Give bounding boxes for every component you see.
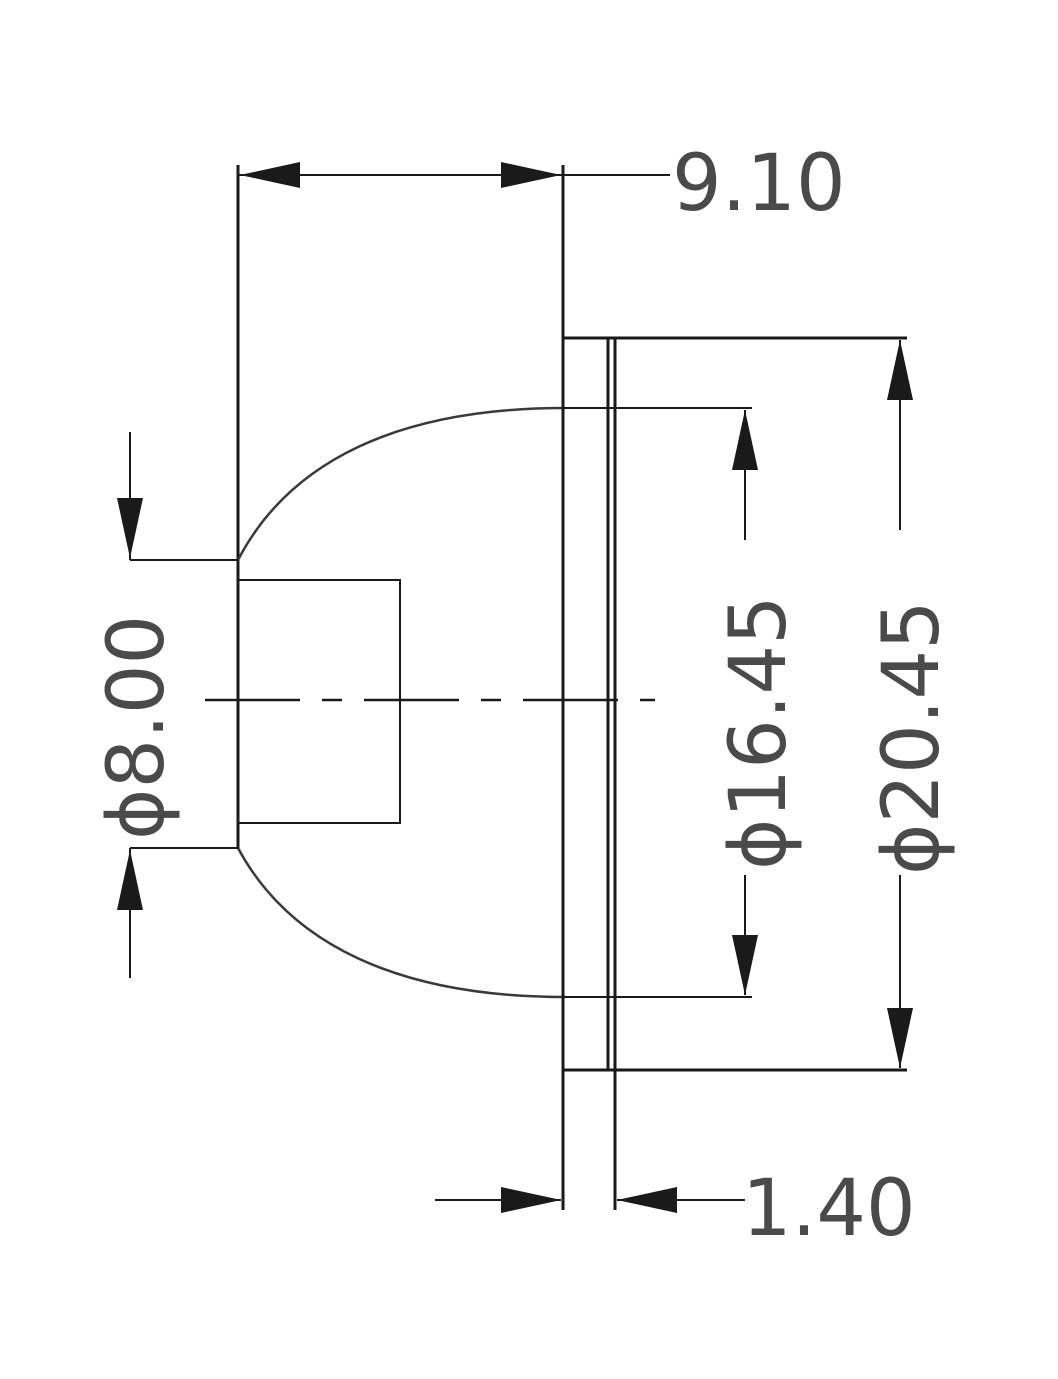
dim-tip-label: ϕ8.00: [92, 615, 182, 840]
dim-length-label: 9.10: [672, 139, 846, 229]
dim-flange-label: ϕ20.45: [867, 600, 957, 875]
lens-profile-curve: [236, 406, 566, 561]
dim-thickness-arrow-right: [617, 1187, 677, 1213]
dim-tip-arrow-bottom: [117, 850, 143, 910]
dim-thickness: 1.40: [435, 1164, 916, 1254]
dim-length-arrow-left: [240, 162, 300, 188]
dim-lens-label: ϕ16.45: [714, 595, 804, 870]
lens-profile-curve-lower: [236, 847, 566, 999]
dim-lens-diameter: ϕ16.45: [714, 410, 804, 995]
dim-lens-arrow-top: [732, 410, 758, 470]
dim-tip-arrow-top: [117, 498, 143, 558]
inner-recess: [238, 579, 401, 824]
dim-thickness-label: 1.40: [742, 1164, 916, 1254]
dim-length-arrow-right: [501, 162, 561, 188]
lens-body: [130, 165, 907, 1210]
dim-length: 9.10: [238, 139, 846, 229]
dim-flange-diameter: ϕ20.45: [867, 340, 957, 1068]
dim-flange-arrow-top: [887, 340, 913, 400]
dim-lens-arrow-bottom: [732, 935, 758, 995]
dim-flange-arrow-bottom: [887, 1008, 913, 1068]
dim-thickness-arrow-left: [501, 1187, 561, 1213]
dim-tip-diameter: ϕ8.00: [92, 432, 182, 978]
